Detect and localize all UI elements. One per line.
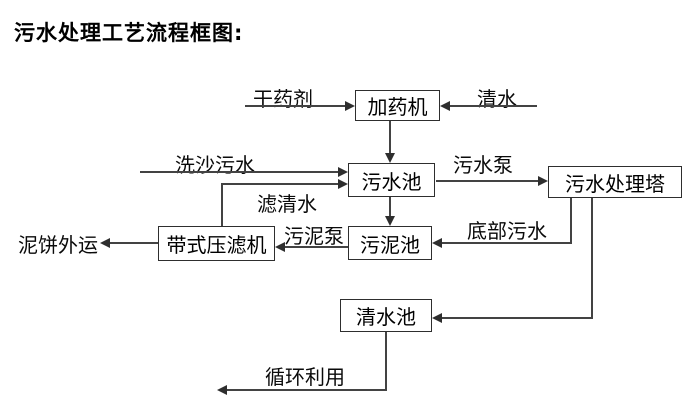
node-sludge-pool: 污泥池	[348, 226, 432, 260]
edge-mud-cake-line	[109, 242, 158, 244]
page-title: 污水处理工艺流程框图:	[14, 21, 244, 45]
label-sand-washing-sewage: 洗沙污水	[175, 153, 255, 177]
label-sludge-pump: 污泥泵	[284, 224, 344, 248]
arrowhead-left-icon	[432, 238, 442, 248]
label-sewage-pump: 污水泵	[453, 153, 513, 177]
edge-bottom-sewage-vline	[570, 198, 572, 244]
arrowhead-down-icon	[385, 216, 395, 226]
arrowhead-right-icon	[338, 167, 348, 177]
arrowhead-left-icon	[440, 101, 450, 111]
node-clean-water-pool: 清水池	[340, 299, 432, 332]
node-sewage-pool: 污水池	[348, 163, 435, 197]
label-clean-water: 清水	[477, 87, 517, 111]
arrowhead-right-icon	[345, 101, 355, 111]
edge-recycle-line	[227, 389, 387, 391]
arrowhead-right-icon	[538, 176, 548, 186]
label-bottom-sewage: 底部污水	[467, 219, 547, 243]
node-dosing-machine: 加药机	[355, 90, 440, 121]
label-dry-chemical: 干药剂	[253, 87, 313, 111]
edge-dosing-to-sewage-line	[389, 121, 391, 154]
edge-tower-to-clean-vline	[591, 198, 593, 319]
edge-filtered-water-vline	[221, 183, 223, 226]
edge-sand-washing-line	[140, 171, 338, 173]
edge-tower-to-clean-line	[441, 317, 593, 319]
edge-recycle-vline	[385, 332, 387, 391]
node-belt-filter-press: 带式压滤机	[158, 226, 275, 261]
node-treatment-tower: 污水处理塔	[548, 166, 682, 198]
arrowhead-right-icon	[338, 179, 348, 189]
edge-sludge-pump-line	[284, 246, 348, 248]
arrowhead-down-icon	[385, 153, 395, 163]
arrowhead-left-icon	[432, 313, 442, 323]
label-filtered-water: 滤清水	[257, 192, 317, 216]
edge-sewage-to-sludge-line	[389, 197, 391, 217]
label-mud-cake-out: 泥饼外运	[18, 233, 98, 257]
edge-sewage-pump-line	[436, 180, 538, 182]
edge-bottom-sewage-line	[441, 242, 572, 244]
arrowhead-left-icon	[217, 385, 227, 395]
label-recycle-use: 循环利用	[265, 365, 345, 389]
edge-filtered-water-line	[221, 183, 338, 185]
edge-dry-chemical-line	[245, 105, 345, 107]
arrowhead-left-icon	[275, 242, 285, 252]
edge-clean-water-line	[449, 105, 537, 107]
arrowhead-left-icon	[100, 238, 110, 248]
